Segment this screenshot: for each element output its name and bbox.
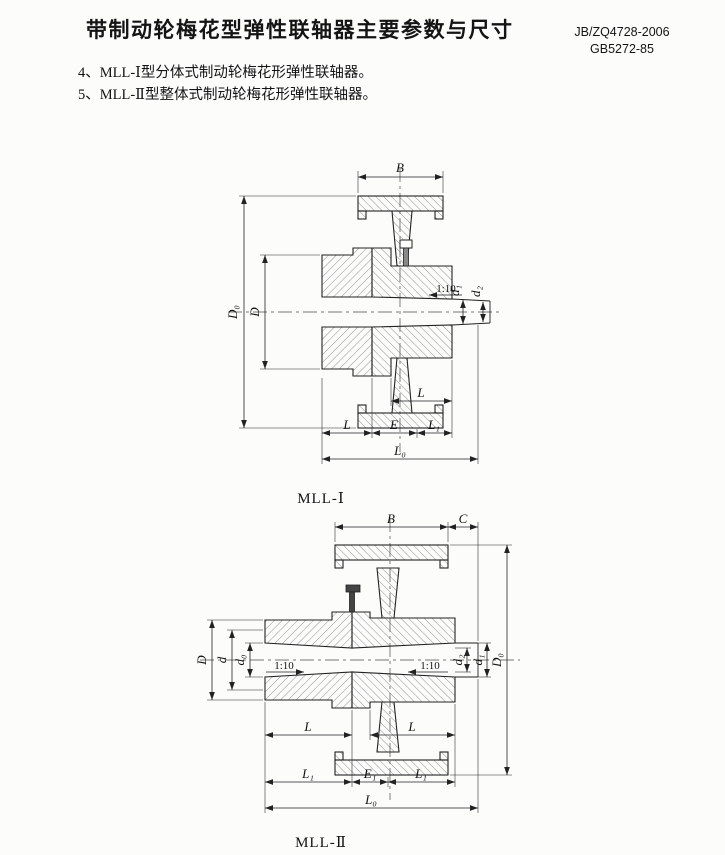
fig2-label-L-left: L	[303, 719, 311, 734]
fig1-label-L-hub: L	[416, 385, 424, 400]
fig2-dim-d: d	[214, 629, 263, 691]
fig1-label-L1: L₁	[427, 417, 440, 432]
fig2-brake-wheel-rim	[334, 544, 449, 776]
fig1-taper-callout: 1:10	[429, 283, 462, 298]
figure1-drawing: B D₀ D 1:10	[225, 160, 502, 464]
figure2-caption: MLL-Ⅱ	[295, 835, 347, 851]
fig2-label-L1-left: L₁	[301, 766, 314, 781]
fig2-label-C: C	[459, 511, 468, 526]
fig2-label-d0: d₀	[232, 654, 247, 665]
fig1-wheel-web-lower	[391, 357, 413, 414]
fig1-dim-B: B	[357, 160, 444, 193]
fig2-label-d: d	[214, 656, 229, 663]
fig1-wheel-web-upper	[391, 210, 413, 267]
fig1-flange-bolt	[399, 239, 413, 267]
fig1-label-D0: D₀	[225, 305, 240, 320]
fig2-wheel-web-upper	[376, 567, 400, 619]
fig2-label-L-right: L	[407, 719, 415, 734]
fig2-centerlines	[200, 518, 520, 800]
fig2-label-d2: d₂	[450, 654, 465, 666]
fig2-left-hub-upper-section	[264, 611, 353, 649]
standard-code-gb: GB5272-85	[590, 42, 654, 56]
fig1-label-d1: d₁	[447, 285, 462, 296]
fig1-right-hub-lower-section	[371, 324, 453, 377]
fig2-dim-B: B	[334, 511, 449, 542]
fig2-right-hub-lower-section	[351, 671, 456, 709]
fig2-dim-d2: d₂	[450, 648, 470, 672]
figure2-drawing: B C D d	[194, 511, 520, 813]
fig2-flange-bolt	[345, 584, 361, 613]
fig1-label-taper: 1:10	[436, 283, 456, 295]
fig2-label-D: D	[194, 655, 209, 666]
fig2-dim-D: D	[194, 619, 263, 701]
fig2-wheel-web-lower	[376, 701, 400, 753]
fig1-label-D: D	[247, 307, 262, 318]
fig2-label-E1: E₁	[363, 766, 376, 781]
fig1-brake-wheel-rim	[357, 195, 444, 429]
fig1-dim-d1: d₁	[447, 285, 466, 324]
fig1-dim-L-hub: L	[390, 360, 453, 438]
fig2-right-hub-upper-section	[351, 611, 456, 649]
fig1-left-hub-lower-section	[321, 326, 373, 377]
fig1-dim-D0: D₀	[225, 195, 356, 429]
fig2-dim-D0: D₀	[450, 544, 512, 776]
fig2-label-taper-left: 1:10	[274, 660, 294, 672]
fig2-dim-d0: d₀	[232, 642, 263, 678]
fig1-label-L: L	[342, 417, 350, 432]
fig2-label-taper-right: 1:10	[420, 660, 440, 672]
fig1-bottom-dims: L E L₁ L₀	[321, 325, 479, 464]
page-title: 带制动轮梅花型弹性联轴器主要参数与尺寸	[86, 19, 514, 42]
fig2-taper-callout-right: 1:10	[408, 660, 448, 675]
note-item-4: 4、MLL-Ⅰ型分体式制动轮梅花形弹性联轴器。	[78, 65, 373, 81]
fig1-right-hub-upper-section	[371, 247, 453, 300]
fig2-dim-C: C	[448, 511, 479, 641]
fig1-left-hub-upper-section	[321, 247, 373, 298]
fig1-dim-d2: d₂	[468, 286, 486, 322]
fig2-label-d1: d₁	[470, 654, 485, 665]
note-item-5: 5、MLL-Ⅱ型整体式制动轮梅花形弹性联轴器。	[78, 87, 378, 103]
fig2-taper-callout-left: 1:10	[266, 660, 304, 675]
fig2-label-L1-right: L₁	[414, 766, 427, 781]
fig1-tapered-bore-lines	[451, 298, 491, 326]
fig2-left-hub-lower-section	[264, 671, 353, 709]
fig2-label-L0: L₀	[364, 792, 377, 807]
figure1-caption: MLL-Ⅰ	[297, 491, 345, 507]
notes-list: 4、MLL-Ⅰ型分体式制动轮梅花形弹性联轴器。 5、MLL-Ⅱ型整体式制动轮梅花…	[78, 62, 558, 106]
standard-code-jb: JB/ZQ4728-2006	[574, 25, 670, 39]
fig1-dim-D: D	[247, 254, 320, 370]
fig2-label-B: B	[387, 511, 395, 526]
fig2-bottom-dims: L L L₁ E₁ L₁ L₀	[264, 679, 479, 813]
fig1-label-L0: L₀	[393, 443, 406, 458]
fig2-label-D0: D₀	[489, 653, 504, 668]
fig1-label-E: E	[389, 417, 398, 432]
standard-codes: JB/ZQ4728-2006 GB5272-85	[556, 24, 688, 58]
fig2-dim-d1: d₁	[470, 642, 491, 678]
fig1-label-B: B	[396, 160, 404, 175]
fig1-label-d2: d₂	[468, 286, 483, 298]
